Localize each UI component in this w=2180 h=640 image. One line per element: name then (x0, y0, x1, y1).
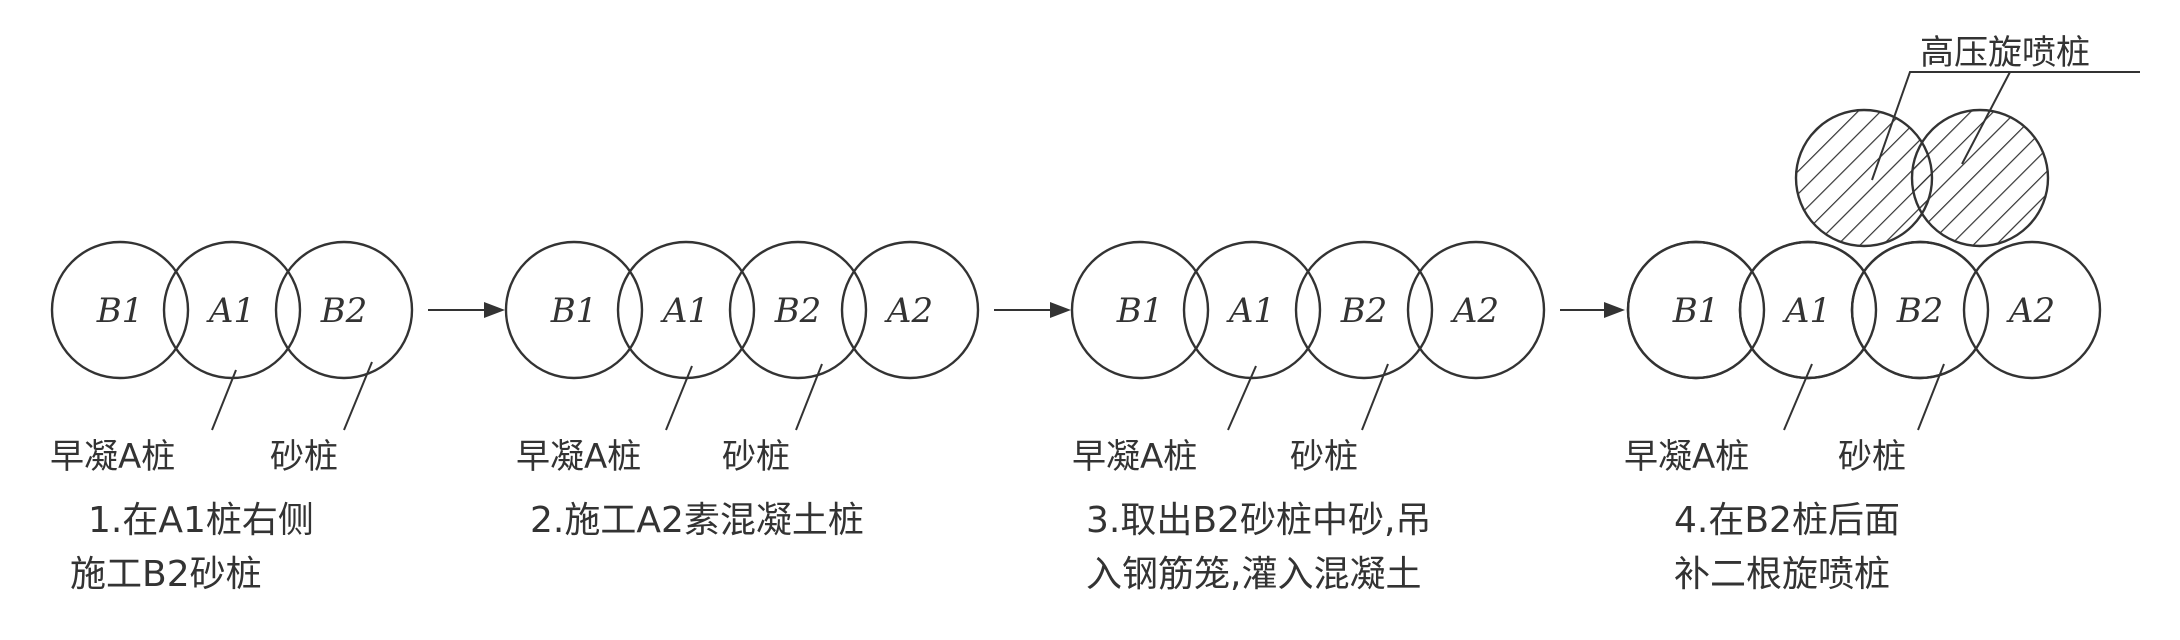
pile-b2-circle (1294, 240, 1434, 380)
pile-b2-circle (728, 240, 868, 380)
leader-early-a (665, 365, 693, 431)
pile-label-a2: A2 (1450, 291, 1499, 331)
leader-sand (1361, 363, 1389, 431)
leader-sand (795, 363, 823, 431)
stage-1: B1 A1 B2 早凝A桩 砂桩 1.在A1桩右侧 施工B2砂桩 (50, 240, 414, 595)
stage-2: B1 A1 B2 A2 早凝A桩 砂桩 2.施工A2素混凝土桩 (504, 240, 980, 541)
jet-grout-pile-right (1910, 108, 2050, 248)
flow-arrow-1 (428, 302, 505, 318)
leader-early-a (211, 369, 237, 431)
leader-early-a (1227, 365, 1257, 431)
flow-arrow-3 (1560, 302, 1625, 318)
pile-a2-circle (840, 240, 980, 380)
step-caption-line1: 4.在B2桩后面 (1674, 500, 1900, 541)
leader-sand (343, 361, 373, 431)
leader-early-a (1783, 363, 1813, 431)
tag-sand: 砂桩 (1838, 437, 1906, 477)
tag-early-a: 早凝A桩 (1624, 437, 1749, 477)
pile-a2-circle (1962, 240, 2102, 380)
stage-3: B1 A1 B2 A2 早凝A桩 砂桩 3.取出B2砂桩中砂,吊 入钢筋笼,灌入… (1070, 240, 1546, 595)
step-caption-line1: 3.取出B2砂桩中砂,吊 (1086, 500, 1431, 541)
step-caption-line1: 2.施工A2素混凝土桩 (530, 500, 864, 541)
leader-jet-left (1871, 71, 2140, 181)
pile-label-a2: A2 (884, 291, 933, 331)
tag-sand: 砂桩 (722, 437, 790, 477)
tag-early-a: 早凝A桩 (50, 437, 175, 477)
stage-4: B1 A1 B2 A2 高压旋喷桩 早凝A桩 砂桩 4.在B2桩后面 补二根旋喷… (1624, 33, 2140, 595)
tag-sand: 砂桩 (270, 437, 338, 477)
pile-a1-circle (1182, 240, 1322, 380)
pile-b1-circle (1070, 240, 1210, 380)
pile-a1-circle (616, 240, 756, 380)
pile-label-a1: A1 (1226, 291, 1275, 331)
flow-arrow-2 (994, 302, 1071, 318)
pile-b1-circle (50, 240, 190, 380)
pile-a1-outline (1738, 240, 1878, 380)
pile-label-b2: B2 (320, 291, 368, 331)
tag-early-a: 早凝A桩 (516, 437, 641, 477)
pile-label-b2: B2 (1896, 291, 1944, 331)
pile-label-b2: B2 (774, 291, 822, 331)
tag-sand: 砂桩 (1290, 437, 1358, 477)
pile-label-a1: A1 (206, 291, 255, 331)
pile-b2-circle (274, 240, 414, 380)
pile-b2-outline (1850, 240, 1990, 380)
pile-label-b1: B1 (1672, 291, 1720, 331)
tag-early-a: 早凝A桩 (1072, 437, 1197, 477)
jet-grout-label: 高压旋喷桩 (1920, 33, 2090, 73)
step-caption-line2: 补二根旋喷桩 (1674, 554, 1890, 595)
leader-sand (1917, 363, 1945, 431)
pile-label-b1: B1 (1116, 291, 1164, 331)
pile-label-a1: A1 (660, 291, 709, 331)
pile-label-b1: B1 (550, 291, 598, 331)
pile-b1-circle (504, 240, 644, 380)
pile-a2-circle (1406, 240, 1546, 380)
step-caption-line2: 入钢筋笼,灌入混凝土 (1086, 554, 1421, 595)
step-caption-line2: 施工B2砂桩 (70, 554, 262, 595)
leader-jet-right (1961, 71, 2011, 165)
pile-label-b1: B1 (96, 291, 144, 331)
pile-label-b2: B2 (1340, 291, 1388, 331)
pile-b1-outline (1626, 240, 1766, 380)
pile-label-a1: A1 (1782, 291, 1831, 331)
pile-label-a2: A2 (2006, 291, 2055, 331)
step-caption-line1: 1.在A1桩右侧 (88, 500, 314, 541)
